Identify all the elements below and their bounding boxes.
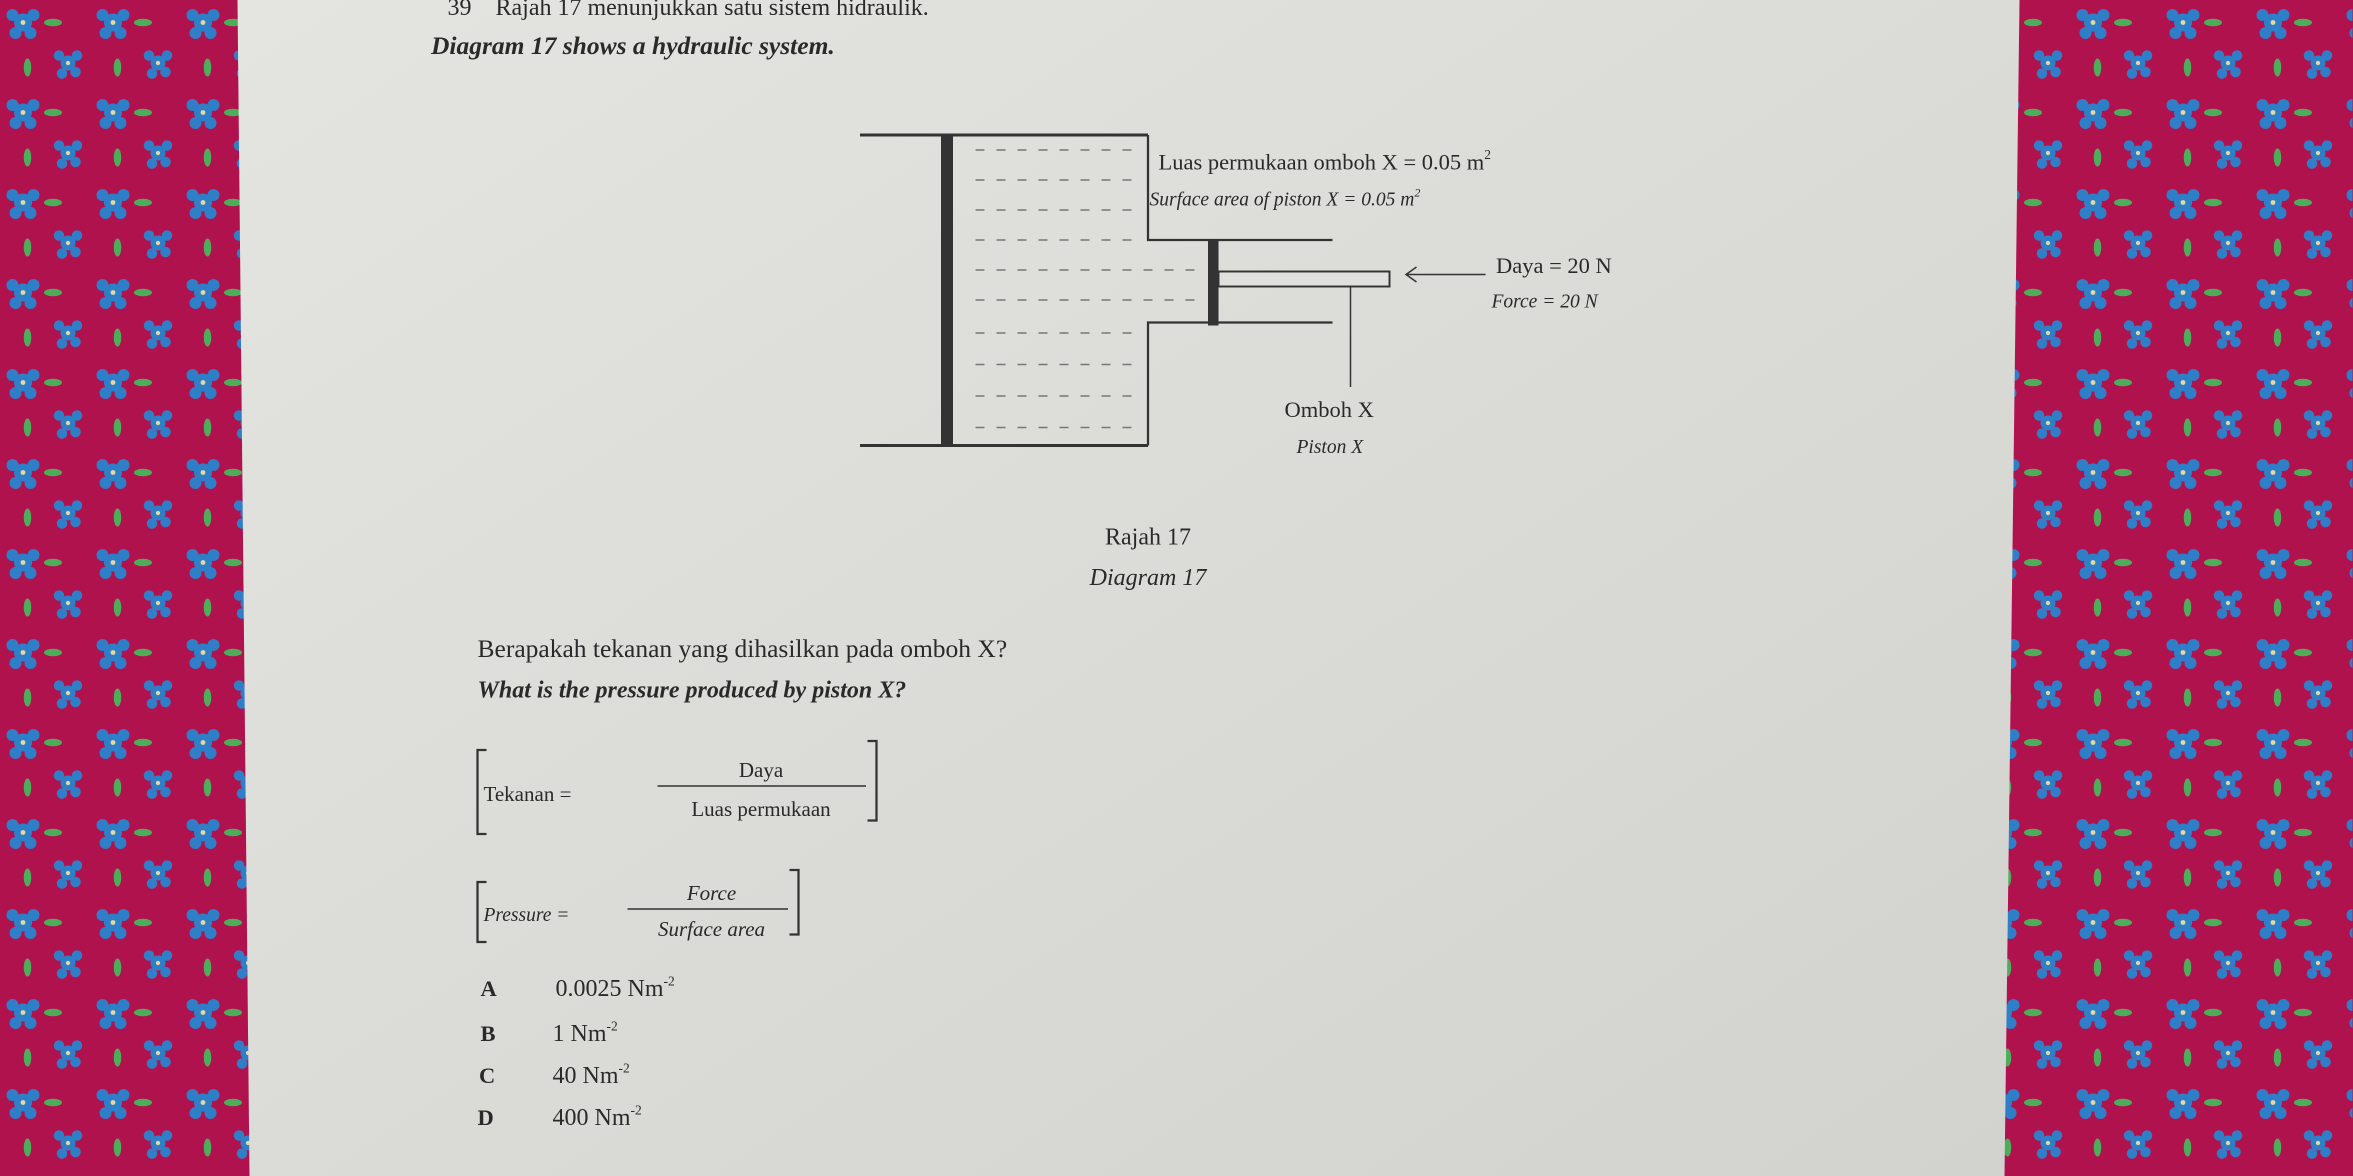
formula-english: Pressure = Force Surface area	[476, 868, 800, 944]
intro-english: Diagram 17 shows a hydraulic system.	[430, 31, 835, 60]
area-label-english: Surface area of piston X = 0.05 m2	[1150, 186, 1421, 211]
svg-text:400 Nm-2: 400 Nm-2	[553, 1103, 642, 1132]
svg-text:A: A	[481, 976, 498, 1001]
prompt-malay: Berapakah tekanan yang dihasilkan pada o…	[478, 634, 1008, 663]
piston-label-malay: Omboh X	[1285, 397, 1374, 422]
force-label-english: Force = 20 N	[1491, 292, 1599, 313]
intro-malay: Rajah 17 menunjukkan satu sistem hidraul…	[496, 0, 929, 21]
formula-malay: Tekanan = Daya Luas permukaan	[476, 739, 878, 836]
option-c[interactable]: C 40 Nm-2	[479, 1061, 630, 1090]
svg-text:B: B	[481, 1021, 496, 1046]
option-b[interactable]: B 1 Nm-2	[481, 1019, 618, 1048]
piston-label-english: Piston X	[1296, 437, 1365, 458]
piston-x	[1208, 240, 1219, 326]
prompt-english: What is the pressure produced by piston …	[478, 678, 907, 704]
svg-text:0.0025 Nm-2: 0.0025 Nm-2	[556, 974, 675, 1003]
svg-text:D: D	[478, 1105, 494, 1130]
option-a[interactable]: A 0.0025 Nm-2	[481, 974, 675, 1003]
area-label-malay: Luas permukaan omboh X = 0.05 m2	[1159, 147, 1492, 175]
svg-text:Surface area: Surface area	[658, 917, 765, 941]
svg-text:1 Nm-2: 1 Nm-2	[553, 1019, 618, 1048]
svg-text:Force: Force	[686, 881, 736, 905]
piston-rod	[1217, 270, 1391, 288]
hydraulic-diagram	[860, 133, 1486, 447]
caption-malay: Rajah 17	[1105, 525, 1191, 551]
exam-paper	[237, 0, 2020, 1176]
force-label-malay: Daya = 20 N	[1496, 253, 1612, 278]
svg-text:40 Nm-2: 40 Nm-2	[553, 1061, 630, 1090]
svg-text:Tekanan =: Tekanan =	[484, 782, 572, 806]
option-d[interactable]: D 400 Nm-2	[478, 1103, 642, 1132]
caption-english: Diagram 17	[1089, 565, 1208, 591]
question-number: 39	[448, 0, 472, 21]
svg-text:Luas permukaan: Luas permukaan	[691, 797, 831, 821]
svg-text:Daya: Daya	[739, 758, 784, 782]
svg-text:C: C	[479, 1063, 495, 1088]
large-piston	[941, 135, 953, 446]
svg-text:Pressure =: Pressure =	[483, 905, 570, 926]
